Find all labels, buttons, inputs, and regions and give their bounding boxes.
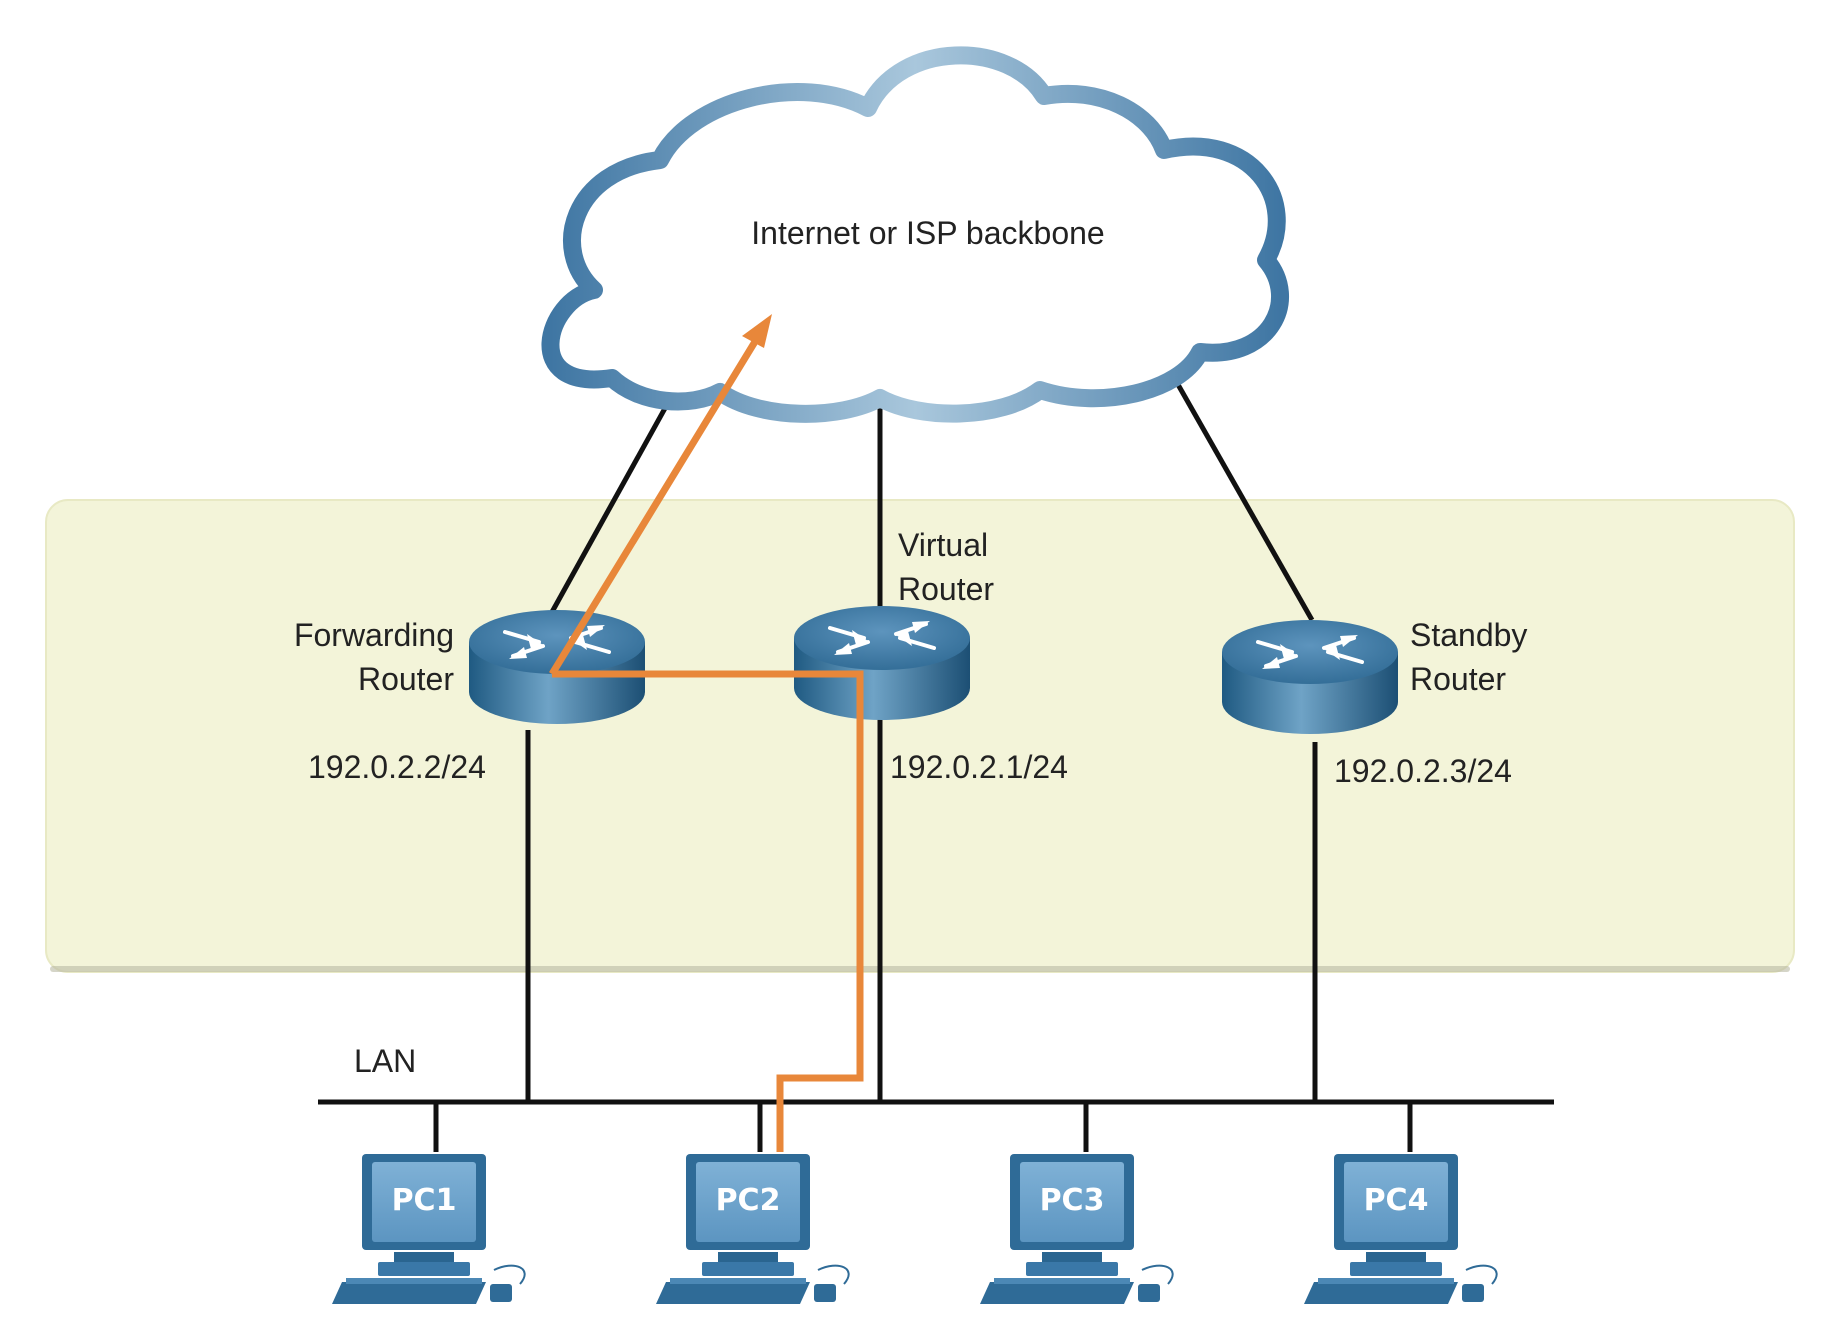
forwarding-router-name-line1: Forwarding: [294, 617, 454, 653]
traffic-path: [549, 338, 864, 1152]
pc-icon: PC2: [655, 1153, 850, 1305]
forwarding-router-ip: 192.0.2.2/24: [308, 749, 486, 785]
lan-label: LAN: [354, 1043, 416, 1079]
traffic-path-lan: [552, 670, 864, 1152]
standby-router-name-line2: Router: [1410, 661, 1506, 697]
lan-wiring: [318, 718, 1554, 1152]
virtual-router-ip: 192.0.2.1/24: [890, 749, 1068, 785]
uplink-lines: [549, 372, 1315, 622]
pc4-label: PC4: [1364, 1183, 1429, 1218]
traffic-arrow-head: [742, 314, 772, 348]
uplink-standby: [1169, 372, 1315, 622]
standby-router-ip: 192.0.2.3/24: [1334, 753, 1512, 789]
traffic-path-uplink: [549, 338, 759, 676]
pc-icon: PC1: [331, 1153, 526, 1305]
pc-icon: PC4: [1303, 1153, 1498, 1305]
router-icon: [792, 604, 972, 722]
virtual-router-name-line1: Virtual: [898, 527, 988, 563]
uplink-forwarding: [549, 372, 687, 614]
router-icon: [1220, 618, 1400, 736]
cloud-label: Internet or ISP backbone: [751, 215, 1104, 251]
pc1-label: PC1: [392, 1183, 457, 1218]
pc2-label: PC2: [716, 1183, 781, 1218]
forwarding-router-name-line2: Router: [358, 661, 454, 697]
standby-router-name-line1: Standby: [1410, 617, 1527, 653]
cloud-icon: Internet or ISP backbone: [541, 46, 1290, 423]
virtual-router-name-line2: Router: [898, 571, 994, 607]
pc-icon: PC3: [979, 1153, 1174, 1305]
pc3-label: PC3: [1040, 1183, 1105, 1218]
router-zone-shadow: [50, 966, 1790, 972]
